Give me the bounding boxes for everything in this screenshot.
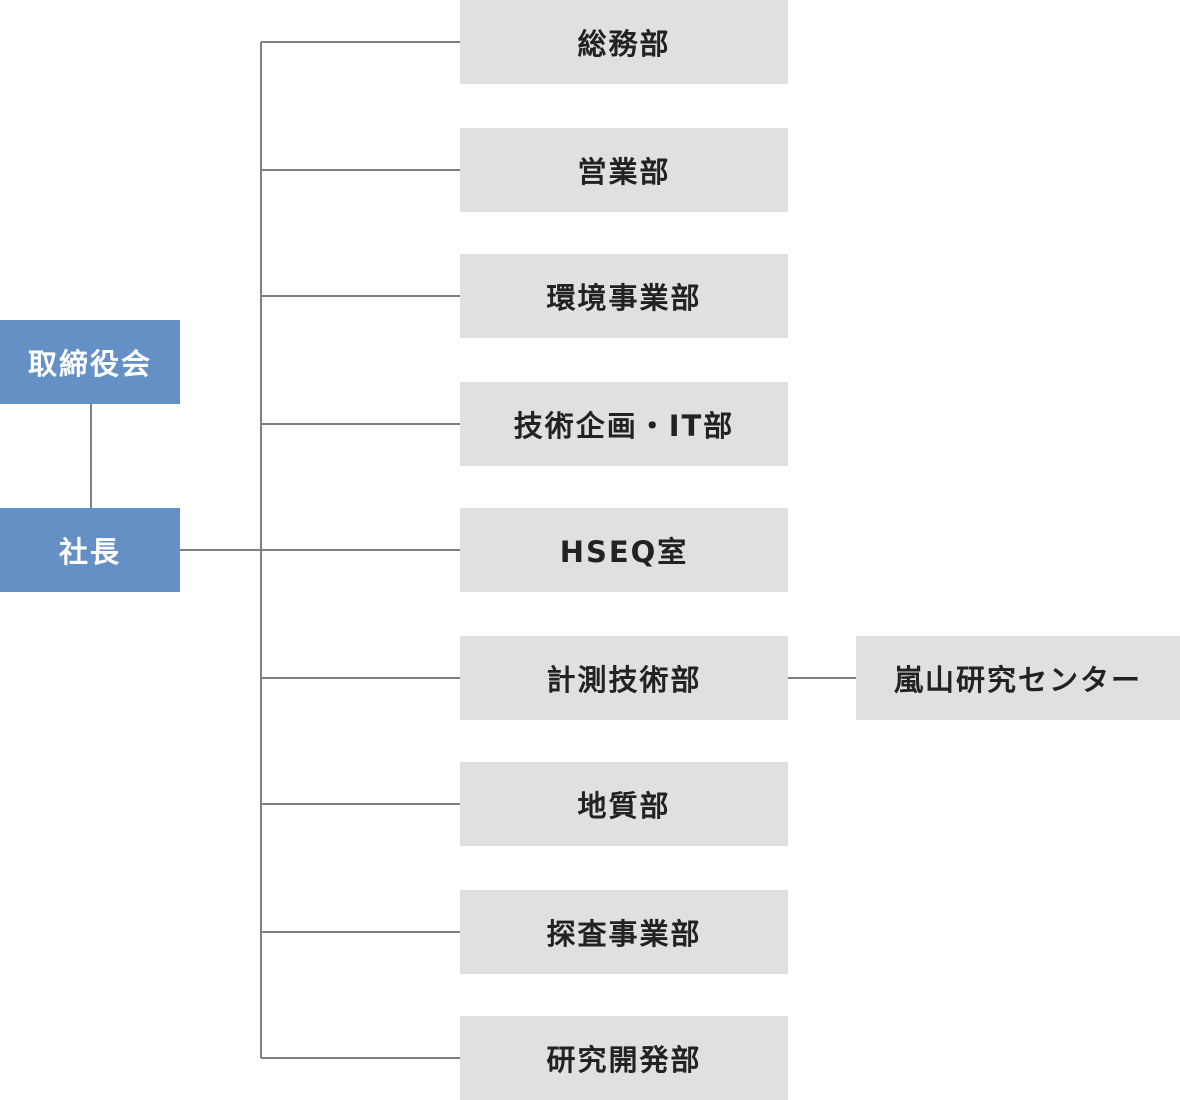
department-box-general-affairs: 総務部 <box>460 0 788 84</box>
board-of-directors-box: 取締役会 <box>0 320 180 404</box>
department-box-sales: 営業部 <box>460 128 788 212</box>
department-box-geology: 地質部 <box>460 762 788 846</box>
department-box-measurement-technology: 計測技術部 <box>460 636 788 720</box>
sub-unit-box-arashiyama-research-center: 嵐山研究センター <box>856 636 1180 720</box>
department-box-hseq: HSEQ室 <box>460 508 788 592</box>
department-box-exploration-business: 探査事業部 <box>460 890 788 974</box>
president-box: 社長 <box>0 508 180 592</box>
department-box-research-development: 研究開発部 <box>460 1016 788 1100</box>
department-box-technical-planning-it: 技術企画・IT部 <box>460 382 788 466</box>
department-box-environmental-business: 環境事業部 <box>460 254 788 338</box>
